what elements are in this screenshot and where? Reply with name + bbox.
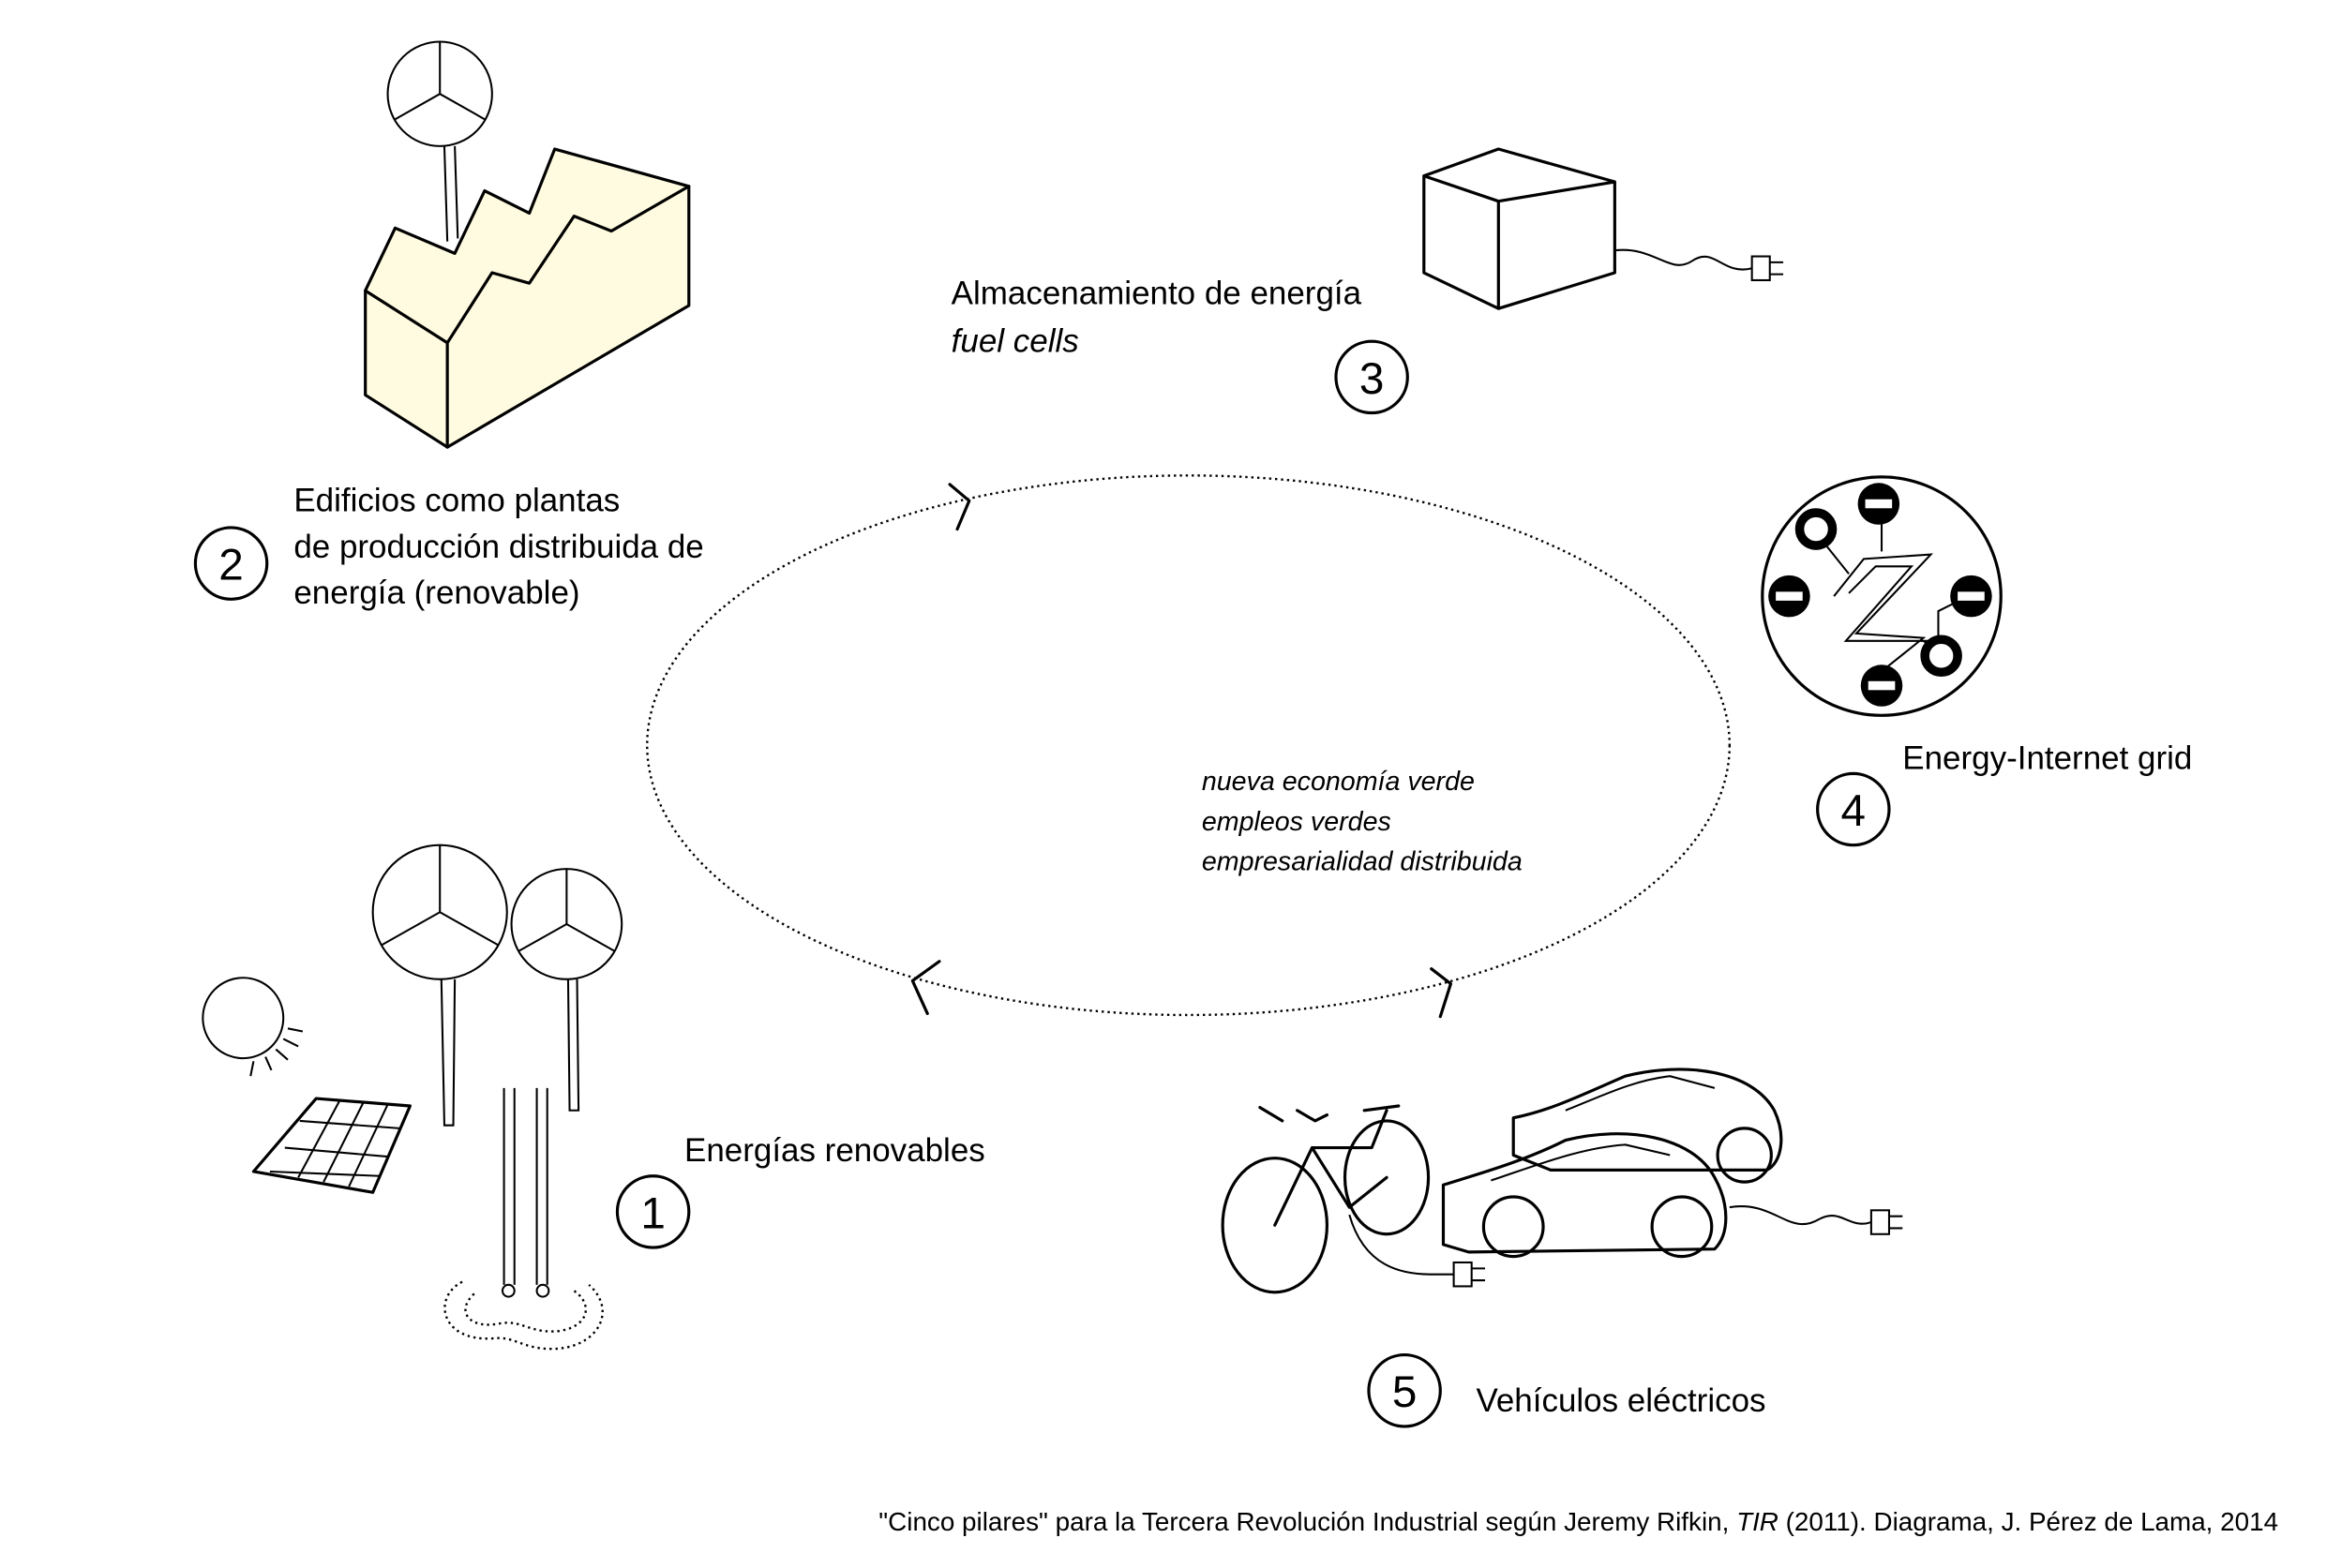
- cycle-ellipse: [646, 474, 1732, 1019]
- center-text: nueva economía verde empleos verdes empr…: [1202, 767, 1523, 877]
- node-negative-icon: [1860, 665, 1903, 707]
- car-icon: [1441, 1132, 1903, 1259]
- center-line: empleos verdes: [1202, 807, 1391, 837]
- pillar-4-number: 4: [1816, 771, 1891, 847]
- bicycle-icon: [1221, 1104, 1486, 1294]
- pillar-3-label: Almacenamiento de energía fuel cells: [952, 275, 1362, 359]
- svg-text:4: 4: [1841, 786, 1867, 836]
- wind-turbine-icon: [510, 868, 623, 1112]
- cycle-arrow-icon: [948, 483, 971, 531]
- plug-icon: [1869, 1209, 1903, 1235]
- pillar-1-number: 1: [615, 1174, 691, 1249]
- plug-icon: [1452, 1261, 1486, 1288]
- svg-text:de producción distribuida de: de producción distribuida de: [293, 529, 703, 565]
- caption: "Cinco pilares" para la Tercera Revoluci…: [878, 1507, 2278, 1536]
- wind-turbine-icon: [386, 40, 493, 242]
- building-illustration: [364, 40, 691, 449]
- svg-text:2: 2: [218, 541, 244, 590]
- svg-text:fuel cells: fuel cells: [952, 322, 1079, 359]
- node-positive-icon: [1794, 508, 1838, 550]
- svg-text:3: 3: [1359, 354, 1385, 404]
- energy-grid-illustration: [1761, 475, 2003, 717]
- svg-text:1: 1: [640, 1188, 666, 1238]
- node-positive-icon: [1920, 635, 1962, 677]
- svg-text:Almacenamiento de energía: Almacenamiento de energía: [952, 275, 1362, 311]
- geothermal-icon: [443, 1087, 604, 1351]
- pillar-3-number: 3: [1334, 339, 1409, 415]
- plug-icon: [1750, 255, 1784, 282]
- cycle-arrow-icon: [910, 960, 941, 1015]
- wind-turbine-icon: [371, 844, 508, 1127]
- renewables-illustration: [202, 844, 623, 1351]
- node-negative-icon: [1768, 575, 1810, 618]
- pillar-1-label: Energías renovables: [684, 1132, 985, 1169]
- sun-icon: [202, 977, 304, 1077]
- pillar-2-number: 2: [193, 526, 269, 601]
- vehicles-illustration: [1221, 1068, 1903, 1294]
- center-line: empresarialidad distribuida: [1202, 847, 1523, 877]
- node-negative-icon: [1857, 483, 1900, 525]
- pillar-4-label: Energy-Internet grid: [1902, 740, 2192, 777]
- node-negative-icon: [1950, 575, 1992, 618]
- pillar-5-number: 5: [1367, 1352, 1442, 1428]
- cycle-arrow-icon: [1430, 967, 1453, 1019]
- center-line: nueva economía verde: [1202, 767, 1475, 797]
- pillar-2-label: Edificios como plantas de producción dis…: [293, 482, 703, 611]
- svg-text:Edificios como plantas: Edificios como plantas: [293, 482, 620, 518]
- svg-text:5: 5: [1392, 1367, 1418, 1417]
- svg-text:energía (renovable): energía (renovable): [293, 575, 579, 611]
- storage-box-illustration: [1422, 147, 1784, 310]
- solar-panel-icon: [251, 1097, 412, 1194]
- pillar-5-label: Vehículos eléctricos: [1476, 1382, 1765, 1419]
- car-icon: [1511, 1068, 1783, 1184]
